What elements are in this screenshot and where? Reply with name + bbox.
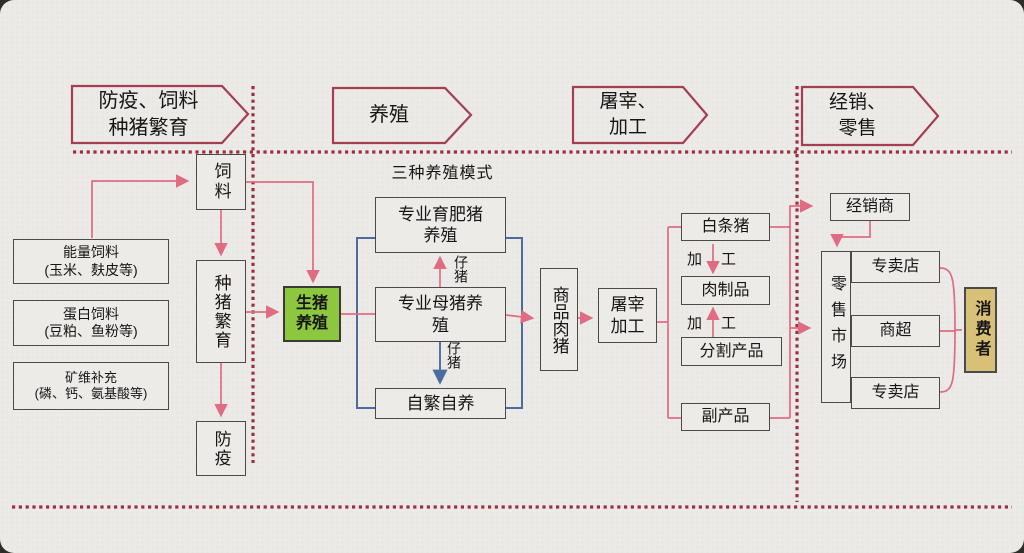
arrow-distributor-to-retailmarket <box>830 221 871 248</box>
label-processing-bottom: 加工 <box>687 315 756 332</box>
label-processing-top: 加工 <box>687 251 756 268</box>
node-sow-farm: 专业母猪养 殖 <box>375 287 506 342</box>
node-by-products: 副产品 <box>681 403 770 431</box>
phase2-arrow-shape <box>331 86 473 145</box>
phase4-arrow-shape <box>800 85 940 147</box>
node-protein-feed: 蛋白饲料 (豆粕、鱼粉等) <box>13 300 169 346</box>
arrow-products-to-distributor <box>789 199 814 418</box>
phase-header-3: 屠宰、 加工 <box>599 91 657 138</box>
node-feed: 饲料 <box>196 154 246 210</box>
slaughter-output-bracket <box>656 226 681 419</box>
node-meat-products: 肉制品 <box>681 276 770 305</box>
arrow-feed-to-pigfarming <box>246 181 320 284</box>
node-supermarket: 商超 <box>851 315 940 347</box>
node-mineral-supplement: 矿维补充 (磷、钙、氨基酸等) <box>13 362 169 410</box>
product-collector-stubs <box>770 226 790 419</box>
label-piglet-top: 仔猪 <box>453 255 469 283</box>
node-distributor: 经销商 <box>830 193 910 221</box>
node-pig-farming: 生猪 养殖 <box>283 286 341 342</box>
node-slaughter: 屠宰 加工 <box>598 288 657 343</box>
modes-title: 三种养殖模式 <box>391 165 494 182</box>
arrow-energy-to-feed <box>91 174 190 238</box>
node-fattening-farm: 专业育肥猪 养殖 <box>375 197 506 253</box>
node-consumer: 消费者 <box>964 287 997 373</box>
node-specialty-store-bottom: 专卖店 <box>851 377 940 409</box>
node-pig-breeding: 种猪繁育 <box>196 260 246 363</box>
phase1-arrow-shape <box>70 84 250 145</box>
node-commodity-pig: 商品肉猪 <box>540 268 578 371</box>
node-epidemic-prevention: 防疫 <box>196 421 246 476</box>
arrow-sowfarm-to-commoditypig <box>505 310 535 324</box>
node-energy-feed: 能量饲料 (玉米、麸皮等) <box>13 239 169 284</box>
phase-header-4: 经销、 零售 <box>828 92 886 139</box>
node-specialty-store-top: 专卖店 <box>851 251 940 283</box>
phase-header-2: 养殖 <box>369 104 409 126</box>
node-self-breeding: 自繁自养 <box>375 388 506 419</box>
label-piglet-bottom: 仔猪 <box>446 341 462 369</box>
phase-header-1: 防疫、饲料 种猪繁育 <box>98 89 199 139</box>
stores-to-consumer-bracket <box>939 267 962 393</box>
node-cut-products: 分割产品 <box>681 337 782 366</box>
node-retail-market: 零售市场 <box>821 251 851 403</box>
phase3-arrow-shape <box>571 85 709 145</box>
node-carcass-pig: 白条猪 <box>681 213 770 241</box>
